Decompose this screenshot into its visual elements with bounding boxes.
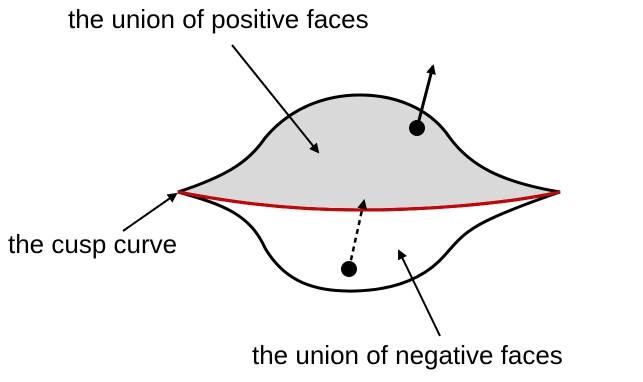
positive-faces-pointer — [231, 44, 320, 154]
cusp-curve-line — [177, 190, 561, 212]
positive-normal-arrow — [415, 64, 436, 129]
negative-face-outline — [177, 190, 561, 293]
cusp-curve-label: the cusp curve — [8, 229, 178, 259]
positive-faces-label: the union of positive faces — [68, 4, 369, 34]
negative-normal-arrow — [347, 199, 368, 270]
cusp-curve-pointer — [122, 192, 178, 232]
positive-face-region — [177, 93, 561, 212]
negative-faces-pointer — [397, 249, 441, 337]
negative-faces-label: the union of negative faces — [252, 340, 563, 370]
